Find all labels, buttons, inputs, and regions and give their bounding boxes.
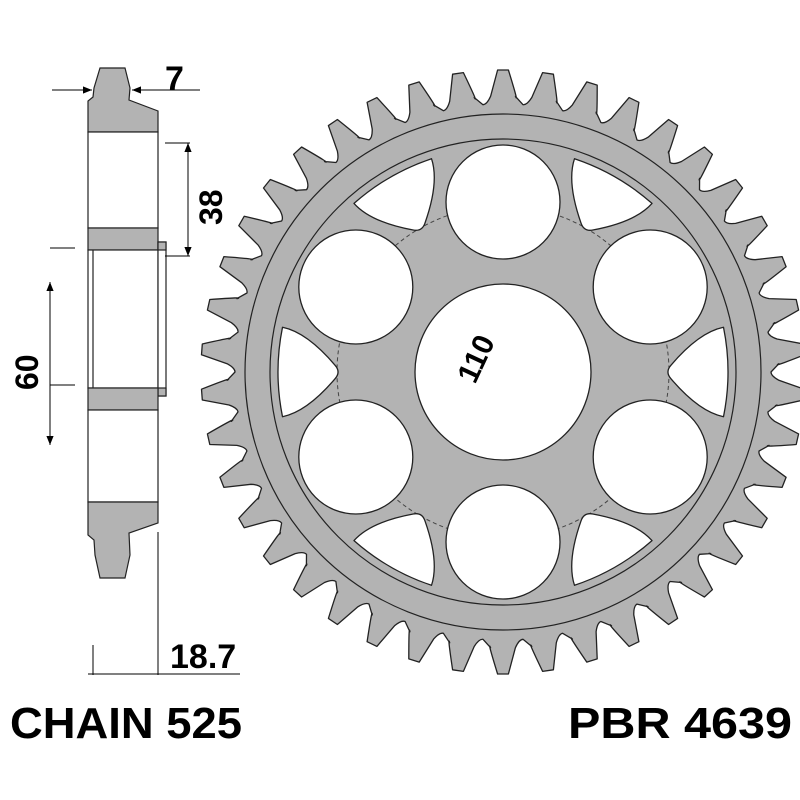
- profile-band-lower: [87, 387, 159, 411]
- dim-center-bore: 60: [9, 354, 45, 390]
- profile-web-lower: [87, 409, 159, 503]
- bolt-hole: [298, 229, 414, 345]
- profile-top-tooth: [87, 67, 159, 133]
- profile-band-upper: [87, 227, 159, 251]
- outer-ring: [244, 113, 762, 631]
- lightening-window: [277, 326, 339, 418]
- dim-tooth-thickness: 7: [165, 60, 184, 98]
- profile-bottom-tooth: [87, 501, 159, 579]
- lightening-window: [571, 513, 653, 586]
- bolt-hole: [592, 399, 708, 515]
- part-number: PBR 4639: [568, 699, 792, 748]
- bolt-hole: [445, 484, 561, 600]
- profile-hub: [87, 249, 159, 389]
- lightening-window: [667, 326, 729, 418]
- chain-label: CHAIN 525: [10, 699, 242, 748]
- bolt-hole: [298, 399, 414, 515]
- lightening-window: [353, 158, 435, 231]
- lightening-window: [571, 158, 653, 231]
- profile-web-upper: [87, 131, 159, 229]
- bolt-hole: [592, 229, 708, 345]
- center-bore: [414, 283, 592, 461]
- sprocket-front-view: [200, 69, 800, 675]
- profile-hub-step: [157, 241, 167, 397]
- dim-hub-offset: 18.7: [170, 638, 236, 676]
- side-profile: [87, 67, 167, 579]
- dim-bolt-hole: 38: [193, 189, 229, 225]
- dimension-labels: 7 38 60 18.7 110 CHAIN 525 PBR 4639: [9, 60, 792, 748]
- inner-ring: [269, 138, 737, 606]
- lightening-window: [353, 513, 435, 586]
- bolt-hole: [445, 144, 561, 260]
